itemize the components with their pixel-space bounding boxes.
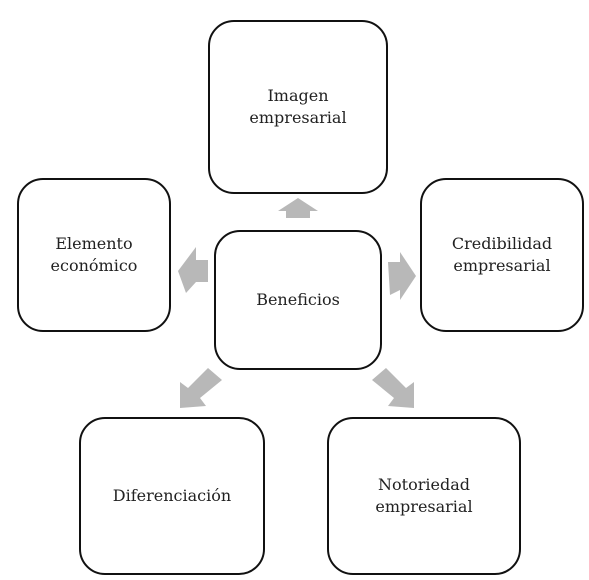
- node-credibilidad-line-2: empresarial: [453, 256, 551, 275]
- node-credibilidad: Credibilidad empresarial: [420, 178, 584, 332]
- arrow-to-elemento: [178, 247, 208, 293]
- node-imagen: Imagen empresarial: [208, 20, 388, 194]
- arrow-to-credibilidad: [388, 252, 416, 300]
- node-elemento-line-1: Elemento: [55, 234, 133, 253]
- node-notoriedad: Notoriedad empresarial: [327, 417, 521, 575]
- node-diferenciacion: Diferenciación: [79, 417, 265, 575]
- node-center-beneficios: Beneficios: [214, 230, 382, 370]
- node-notoriedad-line-1: Notoriedad: [378, 475, 470, 494]
- node-elemento: Elemento económico: [17, 178, 171, 332]
- node-notoriedad-line-2: empresarial: [375, 497, 473, 516]
- node-imagen-line-1: Imagen: [267, 86, 329, 105]
- arrow-to-imagen: [278, 198, 318, 218]
- node-diferenciacion-line-1: Diferenciación: [112, 486, 232, 505]
- node-imagen-line-2: empresarial: [249, 108, 347, 127]
- center-label: Beneficios: [256, 290, 340, 309]
- arrow-to-diferenciacion: [180, 368, 222, 408]
- arrow-to-notoriedad: [372, 368, 414, 408]
- node-elemento-line-2: económico: [50, 256, 138, 275]
- node-credibilidad-line-1: Credibilidad: [451, 234, 553, 253]
